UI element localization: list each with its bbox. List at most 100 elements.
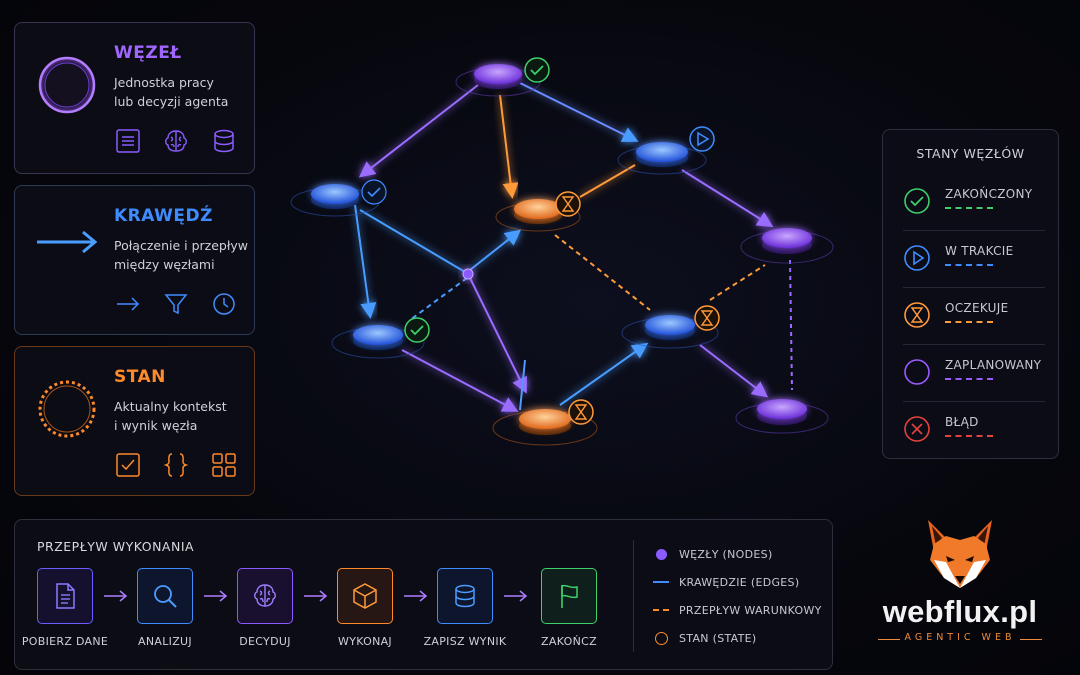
graph-node	[740, 195, 834, 264]
graph-node	[621, 280, 720, 349]
brand-line-left	[878, 639, 900, 640]
flow-step-analyze: ANALIZUJ	[115, 568, 215, 648]
legend-dash	[945, 435, 993, 437]
dashed-line-icon	[653, 602, 669, 618]
flow-title: PRZEPŁYW WYKONANIA	[37, 539, 195, 554]
arrow-right-icon	[504, 590, 528, 602]
fox-logo-icon	[928, 520, 992, 588]
flow-step-box	[337, 568, 393, 624]
cube-icon	[353, 583, 377, 609]
check-circle-icon	[524, 57, 550, 83]
arrow-right-icon	[404, 590, 428, 602]
edge	[499, 94, 519, 199]
check-circle-icon	[404, 317, 430, 343]
edge	[469, 277, 527, 394]
edge	[699, 344, 769, 398]
edge	[358, 84, 479, 178]
edge	[401, 349, 519, 412]
graph-edges	[354, 81, 793, 412]
card-title: WĘZEŁ	[114, 43, 182, 63]
grid-icon	[212, 453, 236, 477]
x-circle-icon	[904, 416, 930, 442]
check-circle-icon	[904, 188, 930, 214]
flow-step-execute: WYKONAJ	[315, 568, 415, 648]
legend-label: ZAPLANOWANY	[945, 358, 1042, 372]
list-icon	[116, 129, 140, 153]
play-circle-icon	[689, 126, 715, 152]
edge	[789, 259, 793, 391]
arrow-right-icon	[104, 590, 128, 602]
flow-legend-label: PRZEPŁYW WARUNKOWY	[679, 603, 822, 617]
legend-item-in-progress: W TRAKCIE	[903, 231, 1045, 288]
check-circle-icon	[361, 179, 387, 205]
state-ring-icon	[38, 380, 96, 438]
arrow-right-icon	[117, 297, 140, 311]
play-circle-icon	[904, 245, 930, 271]
brand: webflux.pl AGENTIC WEB	[860, 512, 1060, 662]
legend-label: OCZEKUJE	[945, 301, 1009, 315]
legend-item-error: BŁĄD	[903, 402, 1045, 459]
edge	[681, 169, 774, 228]
execution-flow-panel: PRZEPŁYW WYKONANIA POBIERZ DANE ANALIZUJ…	[14, 519, 833, 670]
edge	[354, 204, 377, 319]
junction-dot	[462, 268, 474, 280]
flow-step-label: POBIERZ DANE	[21, 635, 109, 648]
line-icon	[653, 574, 669, 590]
brand-line-right	[1020, 639, 1042, 640]
edge	[409, 277, 468, 321]
flow-step-box	[437, 568, 493, 624]
flow-step-decide: DECYDUJ	[215, 568, 315, 648]
flow-step-box	[541, 568, 597, 624]
edge	[579, 164, 636, 198]
legend-item-waiting: OCZEKUJE	[903, 288, 1045, 345]
legend-item-completed: ZAKOŃCZONY	[903, 174, 1045, 231]
edge	[469, 229, 522, 271]
graph-node	[492, 399, 598, 446]
clock-icon	[213, 293, 235, 315]
flow-step-label: ZAPISZ WYNIK	[423, 635, 507, 648]
card-title: STAN	[114, 367, 166, 387]
flow-step-save: ZAPISZ WYNIK	[415, 568, 515, 648]
graph-node	[290, 179, 387, 217]
arrow-right-icon	[204, 590, 228, 602]
flow-step-box	[37, 568, 93, 624]
graph-node	[331, 317, 430, 359]
ring-icon	[653, 630, 669, 646]
legend-dash	[945, 207, 993, 209]
graph-node	[735, 399, 829, 434]
legend-dash	[945, 264, 993, 266]
edge	[359, 209, 466, 273]
flag-icon	[561, 584, 578, 608]
flow-legend-nodes: WĘZŁY (NODES)	[653, 544, 773, 564]
edge	[519, 359, 526, 411]
legend-label: BŁĄD	[945, 415, 979, 429]
flow-step-label: ZAKOŃCZ	[541, 635, 597, 648]
flow-legend-conditional: PRZEPŁYW WARUNKOWY	[653, 600, 822, 620]
edge	[709, 264, 766, 301]
legend-dash	[945, 378, 993, 380]
flow-step-label: WYKONAJ	[338, 635, 392, 648]
flow-step-label: DECYDUJ	[239, 635, 291, 648]
database-icon	[214, 129, 234, 153]
flow-legend-label: WĘZŁY (NODES)	[679, 547, 773, 561]
checkbox-icon	[116, 453, 140, 477]
node-states-legend: STANY WĘZŁÓW ZAKOŃCZONY W TRAKCIE OCZEKU…	[882, 129, 1059, 459]
flow-step-label: ANALIZUJ	[138, 635, 192, 648]
flow-legend-state: STAN (STATE)	[653, 628, 756, 648]
brand-name: webflux.pl	[882, 594, 1038, 629]
braces-icon	[163, 453, 189, 477]
flow-legend-label: STAN (STATE)	[679, 631, 757, 645]
brain-icon	[165, 130, 187, 152]
flow-step-finish: ZAKOŃCZ	[519, 568, 619, 648]
flow-divider	[633, 540, 634, 652]
graph-node	[455, 20, 550, 97]
legend-label: W TRAKCIE	[945, 244, 1014, 258]
legend-title: STANY WĘZŁÓW	[916, 146, 1025, 161]
legend-item-scheduled: ZAPLANOWANY	[903, 345, 1045, 402]
graph-node	[495, 191, 581, 232]
edge	[559, 342, 649, 406]
